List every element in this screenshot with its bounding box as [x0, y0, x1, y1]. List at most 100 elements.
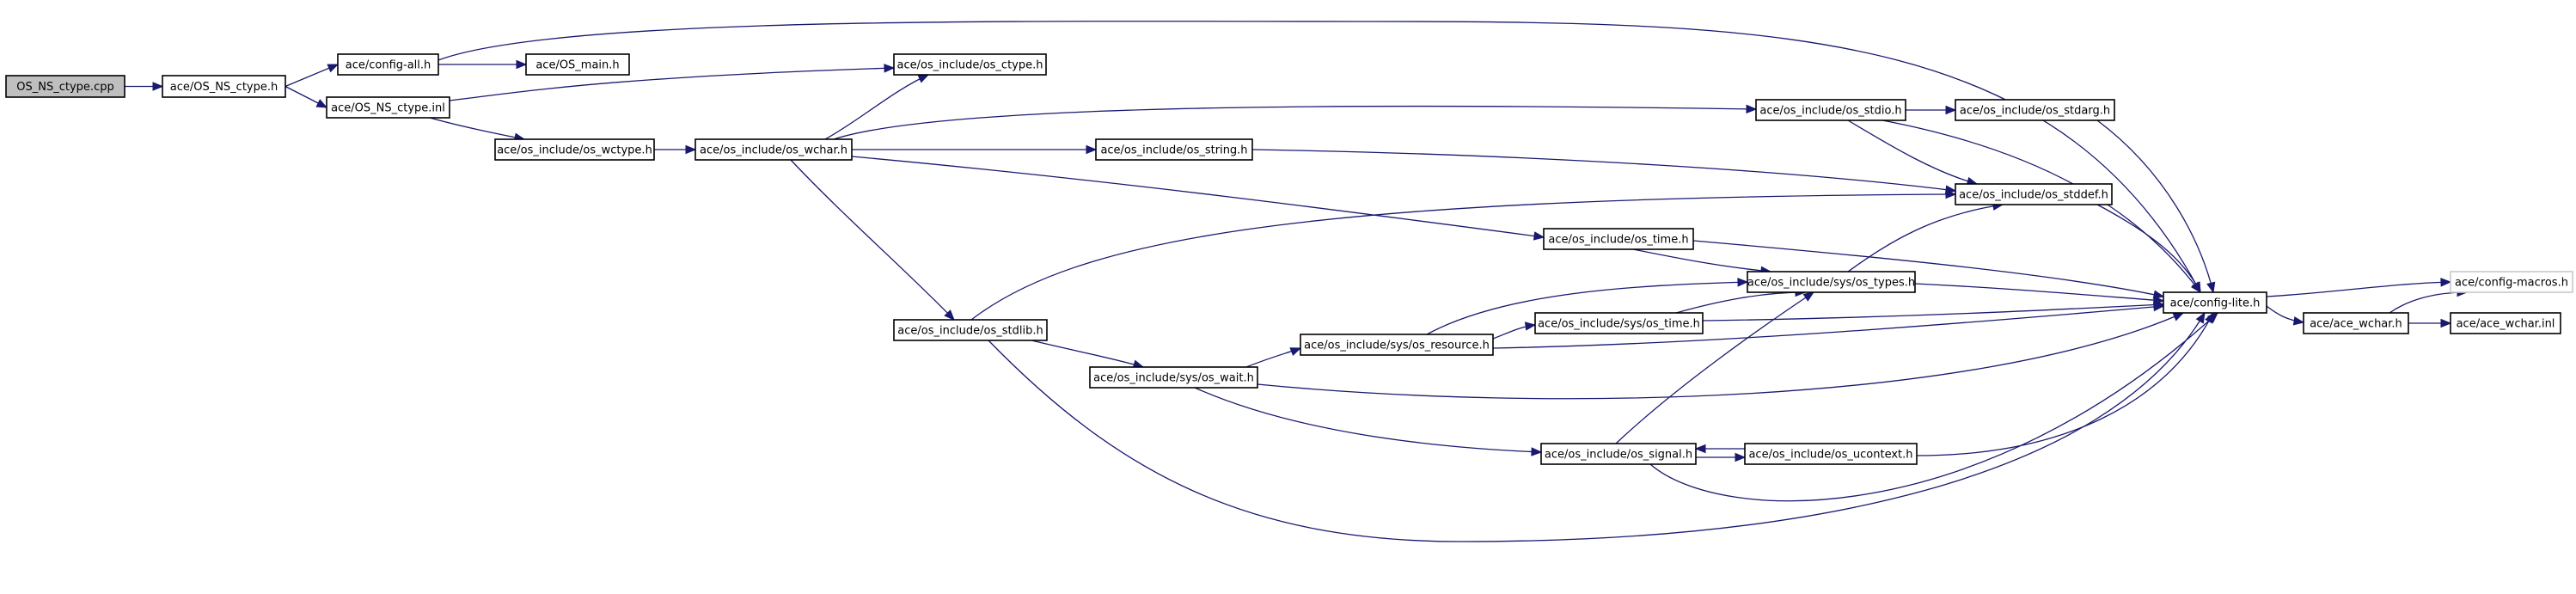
edge-arrowhead — [2153, 302, 2165, 312]
node-box[interactable] — [893, 53, 1047, 76]
edge-line — [833, 105, 1757, 140]
node-box[interactable] — [1534, 312, 1704, 334]
node-box[interactable] — [1955, 183, 2113, 205]
edge-arrowhead — [516, 59, 528, 70]
node-label: ace/os_include/sys/os_types.h — [1747, 277, 1915, 290]
node-box[interactable] — [5, 75, 125, 98]
edge-os_stdio-to-os_stdarg — [1906, 105, 1957, 115]
node-box[interactable] — [2450, 271, 2573, 293]
edge-arrowhead — [1289, 347, 1302, 357]
edge-os_wctype-to-os_wchar — [654, 144, 697, 155]
node-ace-wchar-h[interactable]: ace/ace_wchar.h — [2303, 312, 2409, 334]
node-os-stdarg[interactable]: ace/os_include/os_stdarg.h — [1955, 99, 2115, 121]
node-box[interactable] — [1300, 334, 1494, 356]
node-os-signal[interactable]: ace/os_include/os_signal.h — [1540, 443, 1697, 465]
node-box[interactable] — [1095, 138, 1253, 161]
node-label: ace/os_include/sys/os_time.h — [1538, 318, 1700, 331]
edge-arrowhead — [2205, 311, 2214, 324]
node-box[interactable] — [1543, 228, 1694, 250]
node-label: ace/os_include/os_wchar.h — [700, 144, 847, 157]
node-box[interactable] — [326, 96, 450, 119]
node-ace-wchar-inl[interactable]: ace/ace_wchar.inl — [2450, 312, 2561, 334]
edge-root-to-os_ns_ctype_h — [125, 82, 164, 91]
node-box[interactable] — [1089, 366, 1258, 389]
edge-arrowhead — [1802, 291, 1815, 302]
node-sys-os-types[interactable]: ace/os_include/sys/os_types.h — [1747, 271, 1916, 293]
node-box[interactable] — [162, 75, 286, 98]
node-label: ace/os_include/os_stdio.h — [1759, 105, 1901, 118]
edge-os_stdlib-to-sys_os_wait — [1031, 340, 1145, 369]
edge-sys_os_resource-to-sys_os_types — [1426, 278, 1749, 335]
node-box[interactable] — [525, 53, 630, 76]
edge-arrowhead — [1735, 452, 1747, 462]
edge-arrowhead — [1086, 144, 1098, 155]
edge-os_time-to-config_lite — [1692, 240, 2165, 299]
edge-line — [1031, 340, 1144, 368]
node-config-lite[interactable]: ace/config-lite.h — [2163, 291, 2267, 314]
edge-line — [790, 159, 955, 321]
edge-os_stdlib-to-config_lite — [988, 311, 2206, 542]
node-os-stdio[interactable]: ace/os_include/os_stdio.h — [1755, 99, 1906, 121]
node-label: ace/os_include/sys/os_resource.h — [1304, 340, 1490, 352]
edge-arrowhead — [315, 99, 328, 108]
node-sys-os-wait[interactable]: ace/os_include/sys/os_wait.h — [1089, 366, 1258, 389]
node-os-ns-ctype-h[interactable]: ace/OS_NS_ctype.h — [162, 75, 286, 98]
node-box[interactable] — [694, 138, 853, 161]
node-label: ace/config-lite.h — [2170, 297, 2261, 310]
node-label: ace/os_include/os_ucontext.h — [1748, 449, 1912, 462]
edge-os_stdlib-to-os_stddef — [970, 189, 1957, 321]
edge-arrowhead — [944, 309, 955, 321]
node-os-ucontext[interactable]: ace/os_include/os_ucontext.h — [1744, 443, 1918, 465]
edge-os_ns_ctype_inl-to-os_wctype — [429, 117, 526, 142]
edge-line — [1692, 240, 2164, 297]
edge-line — [1675, 291, 1806, 314]
node-os-ns-ctype-inl[interactable]: ace/OS_NS_ctype.inl — [326, 96, 450, 119]
node-os-main[interactable]: ace/OS_main.h — [525, 53, 630, 76]
node-os-wctype[interactable]: ace/os_include/os_wctype.h — [494, 138, 655, 161]
node-box[interactable] — [2450, 312, 2561, 334]
edge-sys_os_wait-to-config_lite — [1257, 312, 2185, 400]
node-root[interactable]: OS_NS_ctype.cpp — [5, 75, 125, 98]
edge-sys_os_resource-to-sys_os_time — [1492, 321, 1537, 340]
node-box[interactable] — [1540, 443, 1697, 465]
node-os-ctype[interactable]: ace/os_include/os_ctype.h — [893, 53, 1047, 76]
node-box[interactable] — [2303, 312, 2409, 334]
node-label: ace/os_include/os_time.h — [1548, 234, 1688, 247]
node-os-stdlib[interactable]: ace/os_include/os_stdlib.h — [893, 319, 1048, 341]
edge-sys_os_wait-to-os_signal — [1194, 387, 1543, 456]
node-sys-os-time[interactable]: ace/os_include/sys/os_time.h — [1534, 312, 1704, 334]
node-box[interactable] — [1955, 99, 2115, 121]
node-box[interactable] — [2163, 291, 2267, 314]
node-config-macros[interactable]: ace/config-macros.h — [2450, 271, 2573, 293]
node-os-time[interactable]: ace/os_include/os_time.h — [1543, 228, 1694, 250]
edge-line — [1492, 305, 2164, 349]
edge-arrowhead — [2195, 311, 2206, 324]
edge-sys_os_wait-to-sys_os_resource — [1245, 347, 1302, 368]
edge-line — [824, 74, 929, 140]
node-os-string[interactable]: ace/os_include/os_string.h — [1095, 138, 1253, 161]
node-os-wchar[interactable]: ace/os_include/os_wchar.h — [694, 138, 853, 161]
node-config-all[interactable]: ace/config-all.h — [337, 53, 439, 76]
edge-line — [970, 193, 1956, 321]
node-box[interactable] — [893, 319, 1048, 341]
node-box[interactable] — [494, 138, 655, 161]
edge-os_wchar-to-os_time — [851, 156, 1545, 241]
edge-arrowhead — [2440, 278, 2452, 287]
node-box[interactable] — [337, 53, 439, 76]
node-label: ace/os_include/sys/os_wait.h — [1093, 372, 1254, 385]
node-box[interactable] — [1755, 99, 1906, 121]
edges-layer — [125, 21, 2469, 542]
edge-line — [1649, 312, 2218, 502]
node-box[interactable] — [1747, 271, 1916, 293]
edge-os_ns_ctype_h-to-os_ns_ctype_inl — [285, 85, 328, 108]
edge-line — [429, 117, 525, 140]
edge-os_stdio-to-os_stddef — [1847, 119, 1979, 186]
edge-arrowhead — [327, 64, 340, 73]
node-label: OS_NS_ctype.cpp — [16, 81, 113, 94]
node-sys-os-resource[interactable]: ace/os_include/sys/os_resource.h — [1300, 334, 1494, 356]
edge-os_wchar-to-os_stdio — [833, 104, 1758, 140]
node-box[interactable] — [1744, 443, 1918, 465]
edge-arrowhead — [2206, 281, 2216, 294]
node-os-stddef[interactable]: ace/os_include/os_stddef.h — [1955, 183, 2113, 205]
edge-arrowhead — [1737, 278, 1749, 287]
